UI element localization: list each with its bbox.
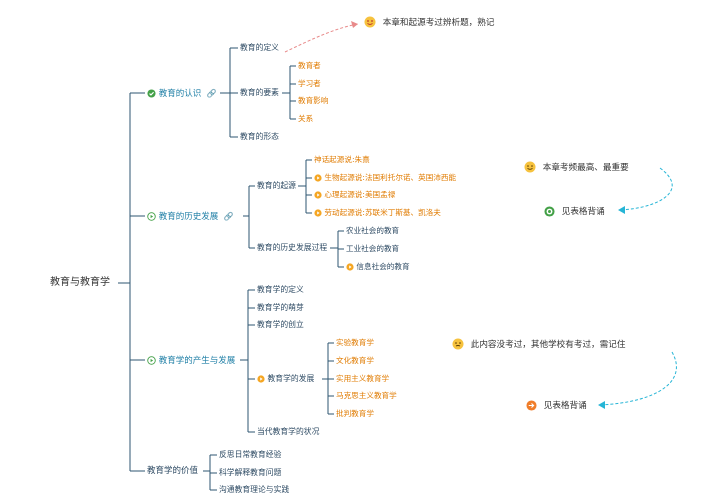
node-label: 教育学的发展: [267, 374, 315, 383]
note-see-table-2[interactable]: 见表格背诵: [526, 400, 587, 411]
smiley-icon: [452, 338, 464, 350]
root-topic[interactable]: 教育与教育学: [50, 277, 110, 288]
node-relation[interactable]: 关系: [298, 114, 314, 123]
node-agricultural-education[interactable]: 农业社会的教育: [346, 226, 400, 235]
node-marxist-pedagogy[interactable]: 马克思主义教育学: [336, 391, 397, 400]
node-pedagogy-founding[interactable]: 教育学的创立: [257, 320, 304, 329]
node-myth-origin[interactable]: 神话起源说:朱熹: [314, 155, 370, 164]
play-icon: [314, 174, 322, 182]
arrow-right-icon: [526, 400, 537, 411]
play-icon: [314, 191, 322, 199]
check-icon: [147, 89, 156, 98]
node-education-influence[interactable]: 教育影响: [298, 96, 329, 105]
branch-label: 教育的历史发展: [158, 212, 219, 222]
note-text: 本章和起源考过辨析题，熟记: [382, 17, 495, 28]
node-label: 生物起源说:法国利托尔诺、英国沛西能: [324, 173, 457, 182]
link-icon[interactable]: 🔗: [206, 89, 217, 98]
node-explain-problems[interactable]: 科学解释教育问题: [219, 468, 282, 477]
node-psych-origin[interactable]: 心理起源说:美国孟禄: [314, 191, 395, 199]
branch-education-history[interactable]: 教育的历史发展 🔗: [147, 212, 234, 222]
smiley-icon: [364, 16, 376, 28]
branch-label: 教育的认识: [158, 89, 202, 99]
branch-pedagogy-origin-development[interactable]: 教育学的产生与发展: [147, 356, 235, 366]
node-education-definition[interactable]: 教育的定义: [240, 43, 279, 52]
node-education-history-process[interactable]: 教育的历史发展过程: [257, 243, 328, 252]
node-bridge-theory-practice[interactable]: 沟通教育理论与实践: [219, 485, 290, 494]
target-icon: [544, 206, 555, 217]
node-critical-pedagogy[interactable]: 批判教育学: [336, 409, 374, 418]
link-icon[interactable]: 🔗: [223, 212, 234, 221]
smiley-icon: [524, 161, 536, 173]
play-icon: [314, 209, 322, 217]
note-text: 见表格背诵: [561, 207, 605, 217]
node-pragmatic-pedagogy[interactable]: 实用主义教育学: [336, 374, 390, 383]
node-labor-origin[interactable]: 劳动起源说:苏联米丁斯基、凯洛夫: [314, 209, 441, 217]
node-experimental-pedagogy[interactable]: 实验教育学: [336, 338, 374, 347]
branch-pedagogy-value[interactable]: 教育学的价值: [147, 466, 199, 476]
node-cultural-pedagogy[interactable]: 文化教育学: [336, 356, 374, 365]
play-icon: [346, 263, 354, 271]
play-icon: [147, 356, 156, 365]
note-text: 本章考频最高、最重要: [542, 162, 629, 173]
branch-education-understanding[interactable]: 教育的认识 🔗: [147, 89, 217, 99]
node-industrial-education[interactable]: 工业社会的教育: [346, 244, 400, 253]
node-information-education[interactable]: 信息社会的教育: [346, 263, 410, 271]
node-reflect-experience[interactable]: 反思日常教育经验: [219, 450, 282, 459]
node-label: 信息社会的教育: [356, 262, 410, 271]
node-bio-origin[interactable]: 生物起源说:法国利托尔诺、英国沛西能: [314, 174, 456, 182]
node-label: 劳动起源说:苏联米丁斯基、凯洛夫: [324, 208, 441, 217]
play-icon: [257, 375, 265, 383]
node-pedagogy-development[interactable]: 教育学的发展: [257, 375, 314, 383]
node-pedagogy-definition[interactable]: 教育学的定义: [257, 285, 304, 294]
node-pedagogy-sprout[interactable]: 教育学的萌芽: [257, 303, 304, 312]
node-education-origin[interactable]: 教育的起源: [257, 181, 296, 190]
branch-label: 教育学的产生与发展: [158, 356, 236, 366]
node-contemporary-pedagogy[interactable]: 当代教育学的状况: [257, 427, 320, 436]
note-not-tested[interactable]: 此内容没考过，其他学校有考过，需记住: [452, 338, 625, 350]
play-icon: [147, 212, 156, 221]
node-educator[interactable]: 教育者: [298, 61, 321, 70]
note-text: 见表格背诵: [543, 401, 587, 411]
note-text: 此内容没考过，其他学校有考过，需记住: [470, 339, 626, 350]
node-education-elements[interactable]: 教育的要素: [240, 88, 279, 97]
node-learner[interactable]: 学习者: [298, 79, 321, 88]
node-label: 心理起源说:美国孟禄: [324, 190, 396, 199]
note-see-table-1[interactable]: 见表格背诵: [544, 206, 605, 217]
note-origin-exam[interactable]: 本章和起源考过辨析题，熟记: [364, 16, 494, 28]
note-most-important[interactable]: 本章考频最高、最重要: [524, 161, 629, 173]
node-education-forms[interactable]: 教育的形态: [240, 132, 279, 141]
